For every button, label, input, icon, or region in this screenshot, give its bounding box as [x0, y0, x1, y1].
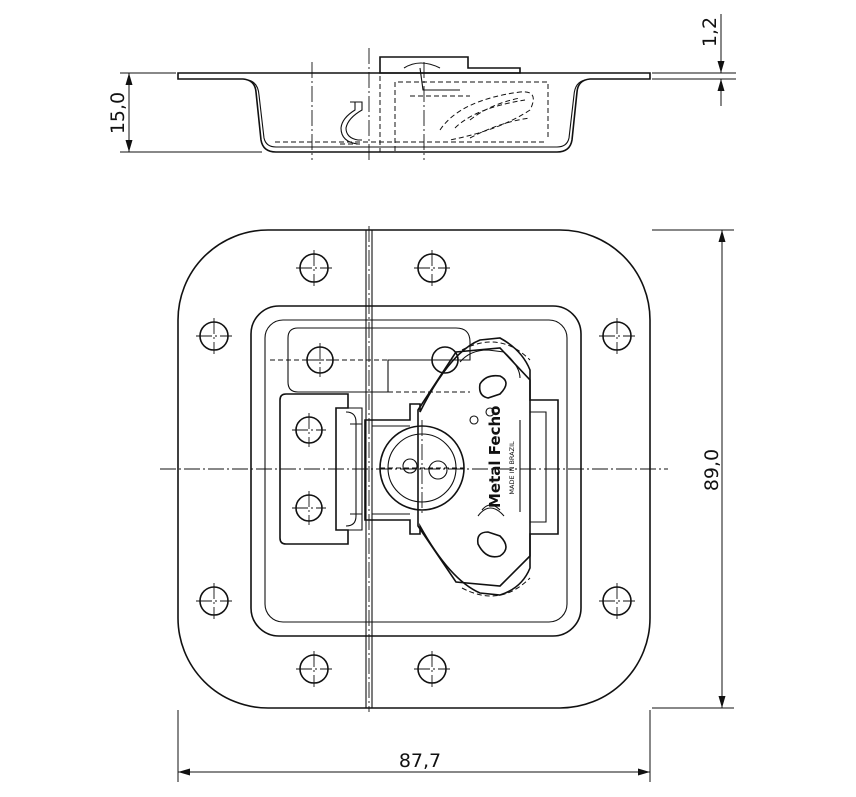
dimension-flange: 1,2 — [652, 14, 736, 106]
depth-dimension-label: 15,0 — [107, 92, 129, 134]
dimension-height: 89,0 — [652, 229, 734, 709]
height-dimension-label: 89,0 — [701, 449, 723, 491]
flange-dimension-label: 1,2 — [699, 17, 721, 47]
brand-logo-text: Metal Fecho — [486, 406, 504, 508]
front-view: Metal Fecho MADE IN BRAZIL — [160, 226, 668, 712]
dimension-width: 87,7 — [177, 710, 651, 782]
dimension-depth: 15,0 — [107, 72, 262, 153]
made-in-label: MADE IN BRAZIL — [508, 441, 516, 495]
side-view — [177, 48, 651, 162]
width-dimension-label: 87,7 — [399, 750, 441, 772]
brand-logo: Metal Fecho MADE IN BRAZIL — [477, 406, 516, 517]
